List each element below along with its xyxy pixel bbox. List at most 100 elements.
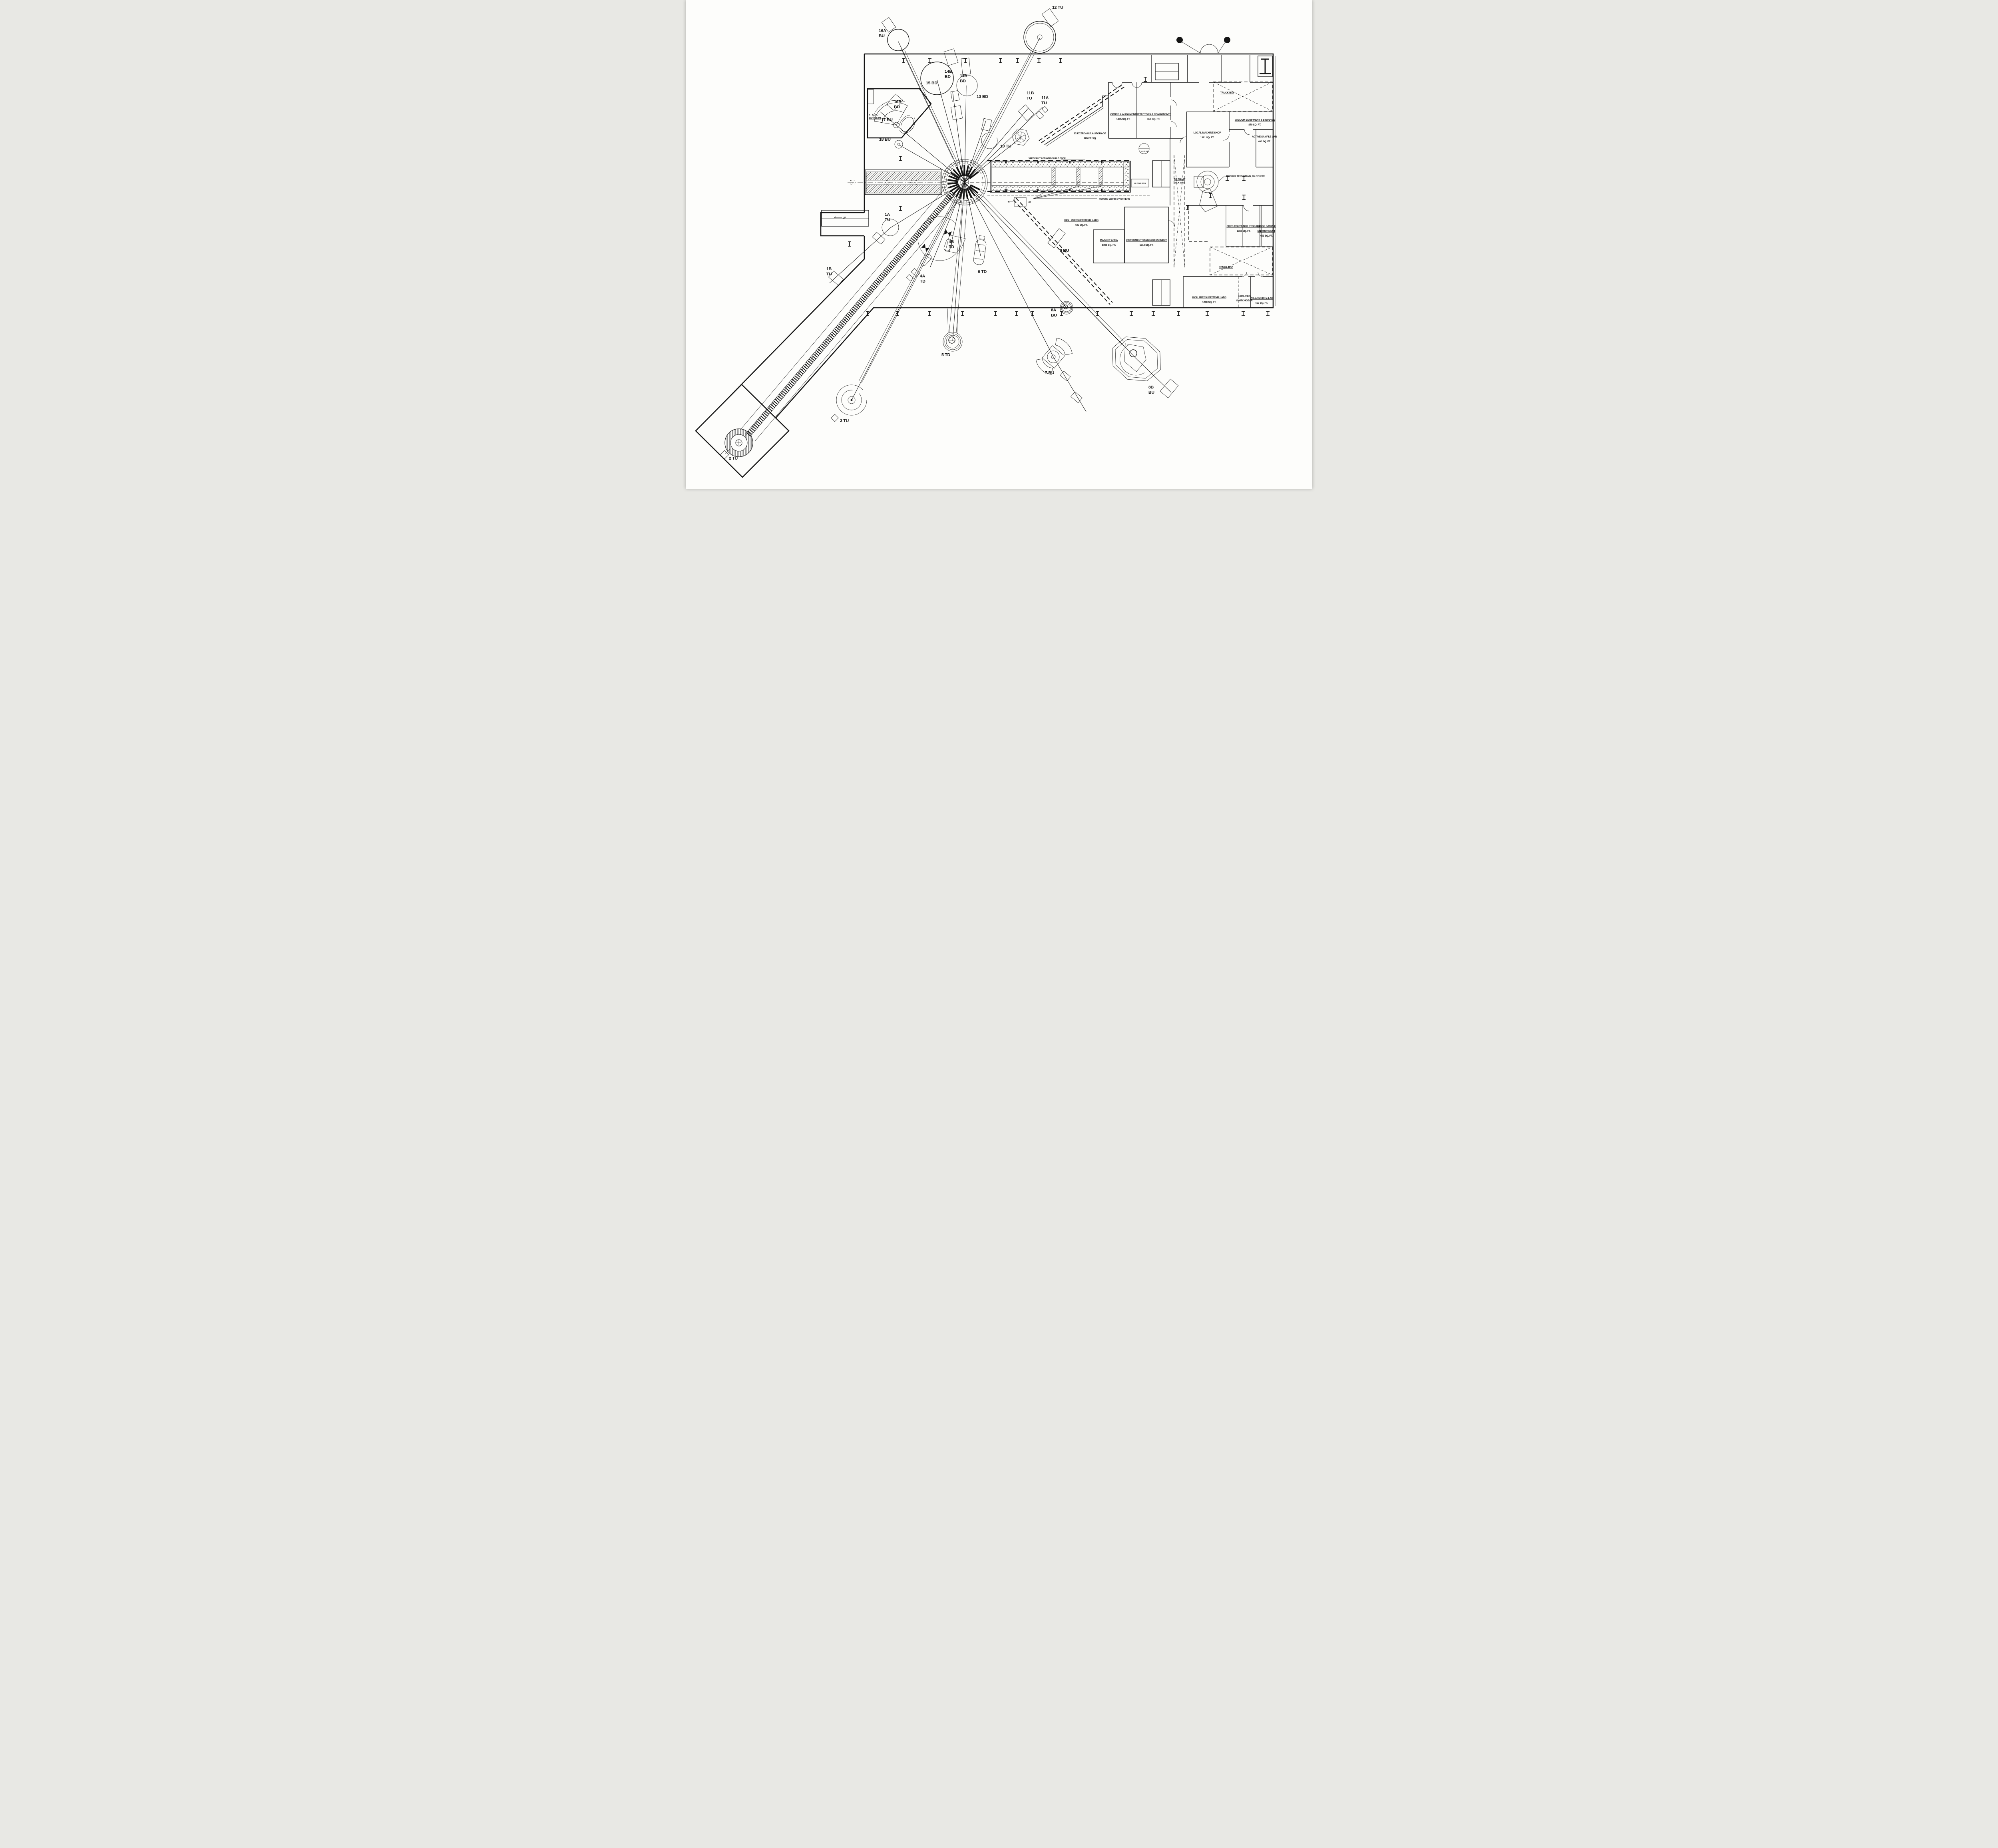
station-label-4b-td-2: TD	[949, 245, 954, 249]
air-pallet-label-2: JACK ZONE	[1174, 182, 1186, 184]
nw-annex-outline	[867, 88, 932, 139]
room-area-polarized-he: 450 SQ. FT.	[1255, 302, 1268, 305]
dashed-zones	[987, 82, 1273, 305]
station-label-15-bd: 15 BD	[926, 81, 937, 86]
dashed-route-se	[1013, 197, 1113, 305]
drawing-sheet: 12 TU 16A BU 15 BD 14B BD 14A BD 13 BD 1…	[686, 0, 1312, 489]
station-label-6-td: 6 TD	[978, 269, 987, 274]
future-work-label: FUTURE WORK BY OTHERS	[1099, 198, 1130, 201]
glove-box	[1131, 179, 1149, 187]
station-label-1b-tu-2: TU	[826, 272, 832, 277]
station-label-16b-bu-2: BU	[894, 105, 900, 110]
room-label-cryo: CRYO CONTAINER STORAGE	[1226, 225, 1260, 228]
air-pallet-jack-zone	[1174, 155, 1185, 269]
2tu-annex-outline	[695, 384, 790, 478]
west-beam-guide	[848, 169, 953, 195]
stairs-nw-annex	[868, 89, 874, 104]
up-label-west: UP	[843, 217, 846, 219]
station-label-4b-td: 4B	[949, 239, 954, 244]
station-label-1b-tu: 1B	[826, 267, 832, 271]
room-label-magnet: MAGNET AREA	[1100, 239, 1118, 242]
dashed-route-ne	[1039, 84, 1125, 143]
station-3-tu	[831, 384, 867, 422]
shield-door-tracks	[987, 160, 1131, 192]
station-12-tu	[1023, 8, 1059, 54]
interior-walls	[1044, 37, 1273, 308]
service-pit-label-2: SERVICE PIT	[869, 117, 882, 119]
station-17-bu	[873, 94, 908, 128]
station-18-bu	[894, 140, 903, 149]
station-16a-bu	[881, 17, 909, 51]
room-area-large-sample: 452 SQ. FT.	[1260, 235, 1273, 237]
room-label-staging: INSTRUMENT STAGING/ASSEMBLY	[1126, 239, 1167, 242]
station-1a-tu	[872, 219, 899, 245]
station-label-12-tu: 12 TU	[1052, 5, 1063, 10]
truck-bay-bottom-zone	[1210, 247, 1273, 275]
room-label-active-sample: ACTIVE SAMPLE LAB	[1252, 135, 1277, 138]
station-8b-bu	[1112, 337, 1179, 398]
station-6-td	[973, 235, 987, 265]
room-area-optics: 1335 SQ. FT.	[1116, 118, 1130, 121]
room-label-large-sample: LARGE SAMPLE	[1257, 225, 1276, 228]
room-area-active-sample: 460 SQ. FT.	[1258, 140, 1271, 143]
station-11b-tu	[1018, 104, 1035, 121]
room-label-hp-labs-1200: HIGH PRESSURE/TEMP LABS	[1192, 296, 1226, 299]
room-label-detectors: DETECTORS & COMPONENTS	[1136, 113, 1171, 116]
room-label-polarized-he: POLARIZED He LAB	[1250, 297, 1273, 300]
callout-balloon	[1138, 143, 1150, 154]
station-label-8a-bu-2: BU	[1051, 313, 1057, 318]
room-area-staging: 1314 SQ. FT.	[1140, 244, 1154, 247]
room-area-cryo: 1382 SQ. FT.	[1237, 230, 1251, 233]
station-label-8a-bu: 8A	[1051, 308, 1057, 313]
up-label-enclosure: UP	[1028, 201, 1031, 204]
flag-balloon-icon	[1224, 37, 1230, 43]
room-label-electronics: ELECTRONICS & STORAGE	[1074, 132, 1106, 135]
mockup-test-stand	[1194, 171, 1225, 212]
misc-structures	[821, 89, 874, 227]
floor-plan-drawing: 12 TU 16A BU 15 BD 14B BD 14A BD 13 BD 1…	[695, 5, 1277, 478]
truck-bay-top-zone	[1213, 82, 1273, 112]
station-label-9-bu: 9 BU	[1060, 248, 1069, 253]
sw-beam-guide	[738, 182, 965, 443]
room-area-machine-shop: 1361 SQ. FT.	[1200, 136, 1214, 139]
station-label-11a-tu-2: TU	[1041, 101, 1047, 106]
external-axis-marker	[850, 180, 855, 185]
room-area-hp-labs-1200: 1200 SQ. FT.	[1202, 301, 1216, 304]
room-label-vacuum: VACUUM EQUIPMENT & STORAGE	[1235, 119, 1275, 121]
station-9-bu	[1047, 228, 1066, 248]
shield-door-label: VERTICALLY ACTUATED SHIELD DOOR	[1029, 157, 1066, 160]
station-label-4a-td-2: TD	[920, 279, 925, 284]
station-label-11b-tu-2: TU	[1027, 96, 1032, 101]
room-label-machine-shop: LOCAL MACHINE SHOP	[1194, 131, 1221, 134]
station-15-bd	[920, 48, 959, 95]
instrument-staging-room	[1124, 207, 1169, 263]
station-2-tu	[720, 428, 753, 459]
station-label-14a-bd: 14A	[960, 74, 967, 78]
station-label-11b-tu: 11B	[1027, 91, 1034, 96]
station-label-2-tu: 2 TU	[729, 456, 738, 461]
station-label-14b-bd-2: BD	[945, 74, 951, 79]
station-label-4a-td: 4A	[920, 274, 925, 279]
station-4a-td	[906, 243, 932, 281]
elevator	[1258, 56, 1273, 77]
station-4b-td	[917, 216, 966, 261]
station-11a-tu	[1035, 106, 1049, 119]
glove-box-label: GLOVE BOX	[1134, 183, 1146, 185]
station-7-bu	[1036, 338, 1083, 403]
elevator-ibeam-icon	[1260, 58, 1271, 74]
room-label-large-sample-2: ENVIRONMENT	[1258, 230, 1276, 233]
station-13-bd	[981, 118, 998, 149]
mockup-label: MOCKUP TEST STAND, BY OTHERS	[1226, 175, 1265, 178]
balloon-tag-label: J4.L1.01	[1140, 151, 1148, 153]
room-label-facilities-2: SWITCHGEAR	[1236, 299, 1253, 302]
station-16b-bu	[899, 115, 915, 134]
station-label-8b-bu: 8B	[1148, 385, 1154, 390]
column-markers	[848, 58, 1270, 316]
station-10-tu	[1011, 128, 1030, 146]
flag-balloon-icon	[1176, 37, 1183, 43]
station-14b-bd	[950, 90, 963, 120]
station-label-16a-bu: 16A	[879, 28, 886, 33]
building-outer-walls	[695, 53, 1276, 478]
service-pit-label: 6 FT. DEEP	[869, 114, 880, 116]
station-label-17-bu: 17 BU	[881, 117, 893, 122]
